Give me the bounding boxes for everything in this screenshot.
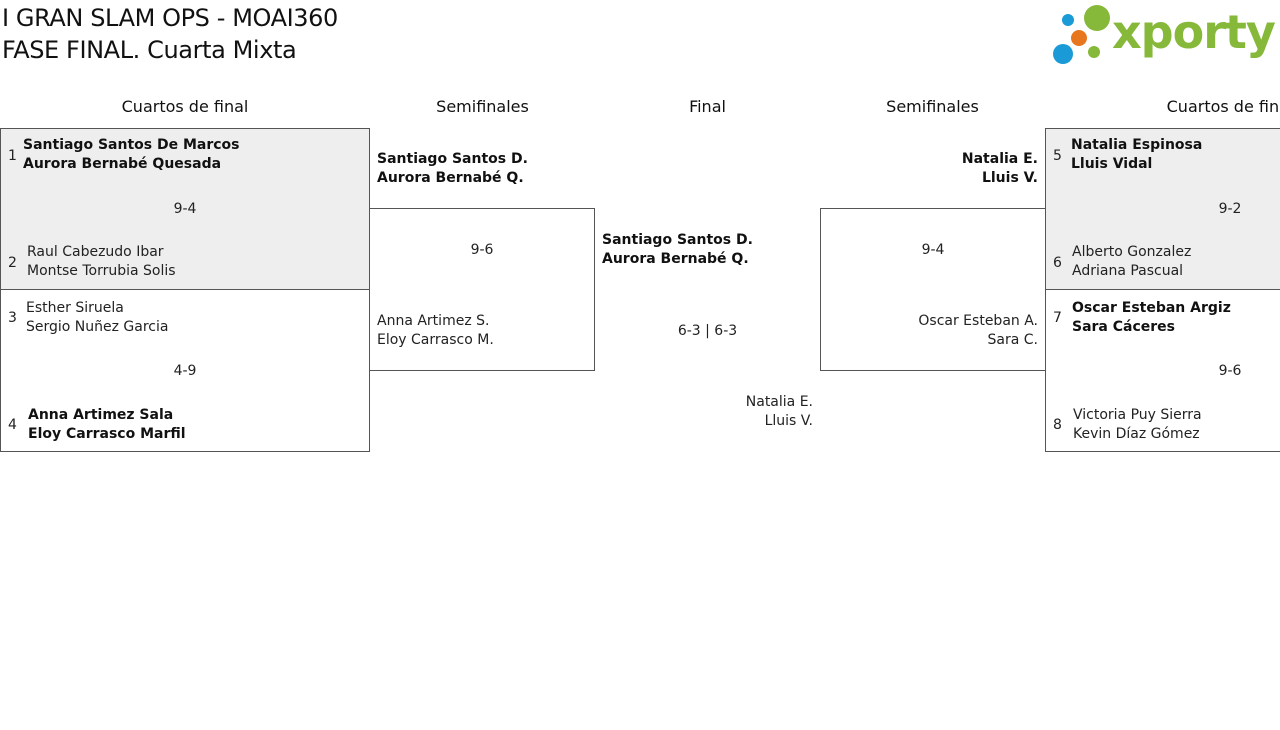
player-name: Anna Artimez Sala [28, 407, 174, 423]
round-header-final: Final [689, 97, 726, 116]
player-name: Santiago Santos D. [602, 232, 753, 248]
player-name: Eloy Carrasco Marfil [28, 426, 186, 442]
player-name: Adriana Pascual [1072, 263, 1184, 279]
player-name: Aurora Bernabé Q. [377, 170, 524, 186]
match-score: 9-2 [1218, 201, 1242, 217]
team-loser: Oscar Esteban A. Sara C. [861, 312, 1038, 350]
left-sf-team-winner: Santiago Santos D. Aurora Bernabé Q. [377, 150, 528, 188]
match-score: 4-9 [173, 363, 197, 379]
player-name: Esther Siruela [26, 300, 124, 316]
player-name: Alberto Gonzalez [1072, 244, 1192, 260]
player-name: Anna Artimez S. [377, 313, 490, 329]
player-name: Raul Cabezudo Ibar [27, 244, 164, 260]
match-left-sf[interactable]: 9-6 Anna Artimez S. Eloy Carrasco M. [369, 208, 595, 371]
page-subtitle: FASE FINAL. Cuarta Mixta [2, 36, 297, 64]
player-name: Oscar Esteban A. [918, 313, 1038, 329]
team-loser: Anna Artimez S. Eloy Carrasco M. [377, 312, 494, 350]
match-score: 9-6 [470, 242, 494, 258]
round-header-right-quarterfinals: Cuartos de final [1166, 97, 1280, 116]
match-left-qf-1[interactable]: 1 Santiago Santos De Marcos Aurora Berna… [0, 128, 370, 290]
page-title: I GRAN SLAM OPS - MOAI360 [2, 4, 338, 32]
player-name: Eloy Carrasco M. [377, 332, 494, 348]
seed-number: 6 [1053, 255, 1062, 271]
seed-number: 1 [8, 148, 17, 164]
final-team-loser: Natalia E. Lluis V. [695, 393, 813, 431]
player-name: Lluis V. [981, 170, 1038, 186]
player-name: Santiago Santos D. [377, 151, 528, 167]
team-loser: Victoria Puy Sierra Kevin Díaz Gómez [1073, 406, 1202, 444]
seed-number: 3 [8, 310, 17, 326]
team-loser: Esther Siruela Sergio Nuñez Garcia [26, 299, 168, 337]
player-name: Sara Cáceres [1072, 319, 1176, 335]
xporty-logo[interactable]: xporty [1050, 4, 1276, 68]
seed-number: 4 [8, 417, 17, 433]
player-name: Natalia E. [745, 394, 813, 410]
player-name: Sara C. [987, 332, 1038, 348]
player-name: Natalia Espinosa [1071, 137, 1203, 153]
seed-number: 2 [8, 255, 17, 271]
logo-text: xporty [1112, 5, 1276, 59]
logo-dots-icon [1053, 5, 1110, 64]
seed-number: 7 [1053, 310, 1062, 326]
player-name: Kevin Díaz Gómez [1073, 426, 1200, 442]
player-name: Aurora Bernabé Quesada [23, 156, 222, 172]
player-name: Montse Torrubia Solis [27, 263, 176, 279]
player-name: Oscar Esteban Argiz [1072, 300, 1231, 316]
match-right-qf-1[interactable]: 5 Natalia Espinosa Lluis Vidal 9-2 6 Alb… [1045, 128, 1280, 290]
match-right-sf[interactable]: 9-4 Oscar Esteban A. Sara C. [820, 208, 1046, 371]
match-score: 9-4 [173, 201, 197, 217]
player-name: Victoria Puy Sierra [1073, 407, 1202, 423]
match-score: 9-6 [1218, 363, 1242, 379]
team-winner: Santiago Santos De Marcos Aurora Bernabé… [23, 136, 240, 174]
player-name: Santiago Santos De Marcos [23, 137, 240, 153]
right-sf-team-winner: Natalia E. Lluis V. [860, 150, 1038, 188]
match-right-qf-2[interactable]: 7 Oscar Esteban Argiz Sara Cáceres 9-6 8… [1045, 289, 1280, 452]
team-loser: Raul Cabezudo Ibar Montse Torrubia Solis [27, 243, 176, 281]
round-header-right-semifinals: Semifinales [886, 97, 979, 116]
player-name: Natalia E. [961, 151, 1038, 167]
match-left-qf-2[interactable]: 3 Esther Siruela Sergio Nuñez Garcia 4-9… [0, 289, 370, 452]
team-winner: Oscar Esteban Argiz Sara Cáceres [1072, 299, 1231, 337]
player-name: Lluis Vidal [1071, 156, 1153, 172]
final-team-winner: Santiago Santos D. Aurora Bernabé Q. [602, 231, 753, 269]
player-name: Sergio Nuñez Garcia [26, 319, 169, 335]
seed-number: 8 [1053, 417, 1062, 433]
team-winner: Anna Artimez Sala Eloy Carrasco Marfil [28, 406, 186, 444]
seed-number: 5 [1053, 148, 1062, 164]
team-winner: Natalia Espinosa Lluis Vidal [1071, 136, 1202, 174]
player-name: Aurora Bernabé Q. [602, 251, 749, 267]
round-header-left-quarterfinals: Cuartos de final [121, 97, 249, 116]
final-score: 6-3 | 6-3 [677, 323, 738, 339]
player-name: Lluis V. [764, 413, 813, 429]
match-score: 9-4 [921, 242, 945, 258]
round-header-left-semifinals: Semifinales [436, 97, 529, 116]
team-loser: Alberto Gonzalez Adriana Pascual [1072, 243, 1191, 281]
